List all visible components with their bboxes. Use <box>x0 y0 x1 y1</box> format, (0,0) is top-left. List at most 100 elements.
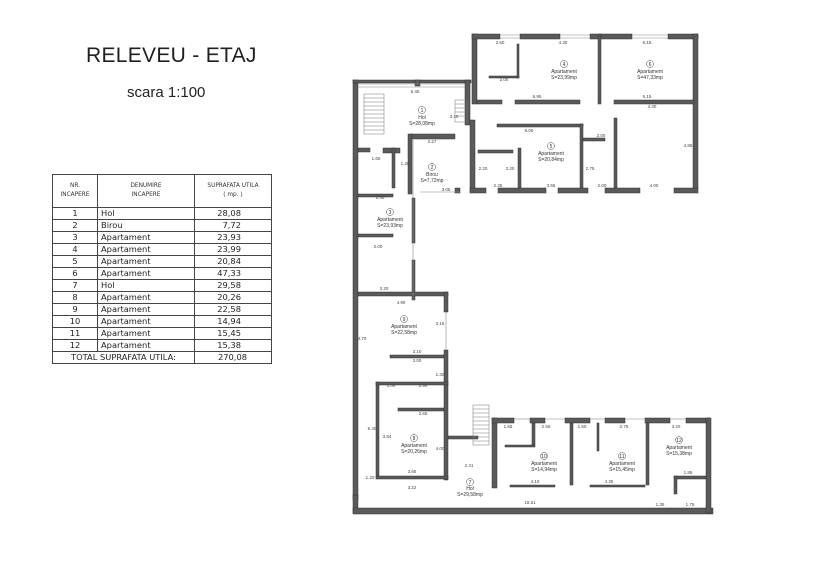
svg-text:3.20: 3.20 <box>380 286 389 291</box>
svg-text:2.55: 2.55 <box>542 424 551 429</box>
svg-text:S=23,93mp: S=23,93mp <box>377 223 403 229</box>
svg-text:12: 12 <box>676 438 682 444</box>
svg-text:1.50: 1.50 <box>578 424 587 429</box>
svg-text:6.45: 6.45 <box>411 89 420 94</box>
svg-text:10: 10 <box>541 454 547 460</box>
svg-text:2.00: 2.00 <box>374 244 383 249</box>
svg-text:2: 2 <box>431 165 434 171</box>
svg-text:8: 8 <box>413 436 416 442</box>
svg-text:S=15,38mp: S=15,38mp <box>666 451 692 457</box>
svg-text:4.90: 4.90 <box>397 300 406 305</box>
table-total-row: TOTAL SUPRAFATA UTILA: 270,08 <box>52 351 272 364</box>
svg-text:S=23,99mp: S=23,99mp <box>551 75 577 81</box>
svg-text:1.65: 1.65 <box>504 424 513 429</box>
svg-text:4: 4 <box>563 62 566 68</box>
svg-text:S=47,33mp: S=47,33mp <box>637 75 663 81</box>
svg-text:4.00: 4.00 <box>436 446 445 451</box>
svg-text:Hol: Hol <box>418 115 426 121</box>
svg-text:3.55: 3.55 <box>547 183 556 188</box>
svg-text:9: 9 <box>403 317 406 323</box>
svg-text:S=20,26mp: S=20,26mp <box>401 449 427 455</box>
svg-text:3.00: 3.00 <box>413 358 422 363</box>
svg-text:S=7,72mp: S=7,72mp <box>421 178 444 184</box>
svg-text:2.20: 2.20 <box>479 166 488 171</box>
svg-text:3: 3 <box>389 210 392 216</box>
svg-text:4.00: 4.00 <box>650 183 659 188</box>
svg-text:Apartament: Apartament <box>666 445 692 451</box>
svg-text:2.25: 2.25 <box>494 183 503 188</box>
svg-text:Apartament: Apartament <box>401 443 427 449</box>
svg-text:1.20: 1.20 <box>401 161 410 166</box>
svg-text:S=14,94mp: S=14,94mp <box>531 467 557 473</box>
svg-text:2.27: 2.27 <box>428 139 437 144</box>
svg-text:S=15,45mp: S=15,45mp <box>609 467 635 473</box>
svg-text:Apartament: Apartament <box>531 461 557 467</box>
svg-text:3.22: 3.22 <box>408 485 417 490</box>
svg-text:S=22,58mp: S=22,58mp <box>391 330 417 336</box>
svg-text:4.70: 4.70 <box>358 336 367 341</box>
svg-text:2.41: 2.41 <box>465 463 474 468</box>
svg-text:3.10: 3.10 <box>450 114 459 119</box>
svg-text:1.75: 1.75 <box>686 502 695 507</box>
svg-text:6.40: 6.40 <box>368 426 377 431</box>
svg-text:1.20: 1.20 <box>366 475 375 480</box>
svg-text:2.40: 2.40 <box>376 195 385 200</box>
svg-text:7: 7 <box>469 480 472 486</box>
svg-text:1.65: 1.65 <box>372 156 381 161</box>
svg-text:2.00: 2.00 <box>598 183 607 188</box>
window-lines <box>358 34 686 420</box>
svg-text:3.20: 3.20 <box>672 424 681 429</box>
svg-text:3.20: 3.20 <box>506 166 515 171</box>
svg-text:6.00: 6.00 <box>525 128 534 133</box>
svg-text:3.65: 3.65 <box>408 469 417 474</box>
svg-text:2.00: 2.00 <box>597 133 606 138</box>
svg-text:3.10: 3.10 <box>413 349 422 354</box>
stair-hol-7 <box>472 404 490 446</box>
svg-text:1.35: 1.35 <box>656 502 665 507</box>
drawing-title: RELEVEU - ETAJ <box>86 44 257 67</box>
svg-text:4.30: 4.30 <box>559 40 568 45</box>
dimension-labels: 2.50 4.30 5.15 2.00 6.95 5.15 4.30 6.45 … <box>358 40 695 507</box>
svg-text:1: 1 <box>421 108 424 114</box>
svg-text:18.51: 18.51 <box>524 500 536 505</box>
svg-text:2.00: 2.00 <box>500 77 509 82</box>
svg-text:4.85: 4.85 <box>684 143 693 148</box>
svg-text:11: 11 <box>619 454 624 460</box>
svg-text:S=29,58mp: S=29,58mp <box>457 492 483 498</box>
svg-text:3.05: 3.05 <box>442 187 451 192</box>
svg-text:5.15: 5.15 <box>643 94 652 99</box>
svg-text:Apartament: Apartament <box>377 217 403 223</box>
drawing-scale: scara 1:100 <box>127 84 206 101</box>
svg-text:1.00: 1.00 <box>387 383 396 388</box>
svg-text:3.15: 3.15 <box>436 321 445 326</box>
svg-text:3.84: 3.84 <box>383 434 392 439</box>
total-value: 270,08 <box>194 351 272 364</box>
svg-text:S=28,08mp: S=28,08mp <box>409 121 435 127</box>
svg-text:4.35: 4.35 <box>605 479 614 484</box>
svg-text:Apartament: Apartament <box>637 69 663 75</box>
header-area: SUPRAFATA UTILA( mp. ) <box>194 174 272 208</box>
walls <box>352 33 714 515</box>
svg-text:4.30: 4.30 <box>648 104 657 109</box>
svg-text:2.50: 2.50 <box>496 40 505 45</box>
